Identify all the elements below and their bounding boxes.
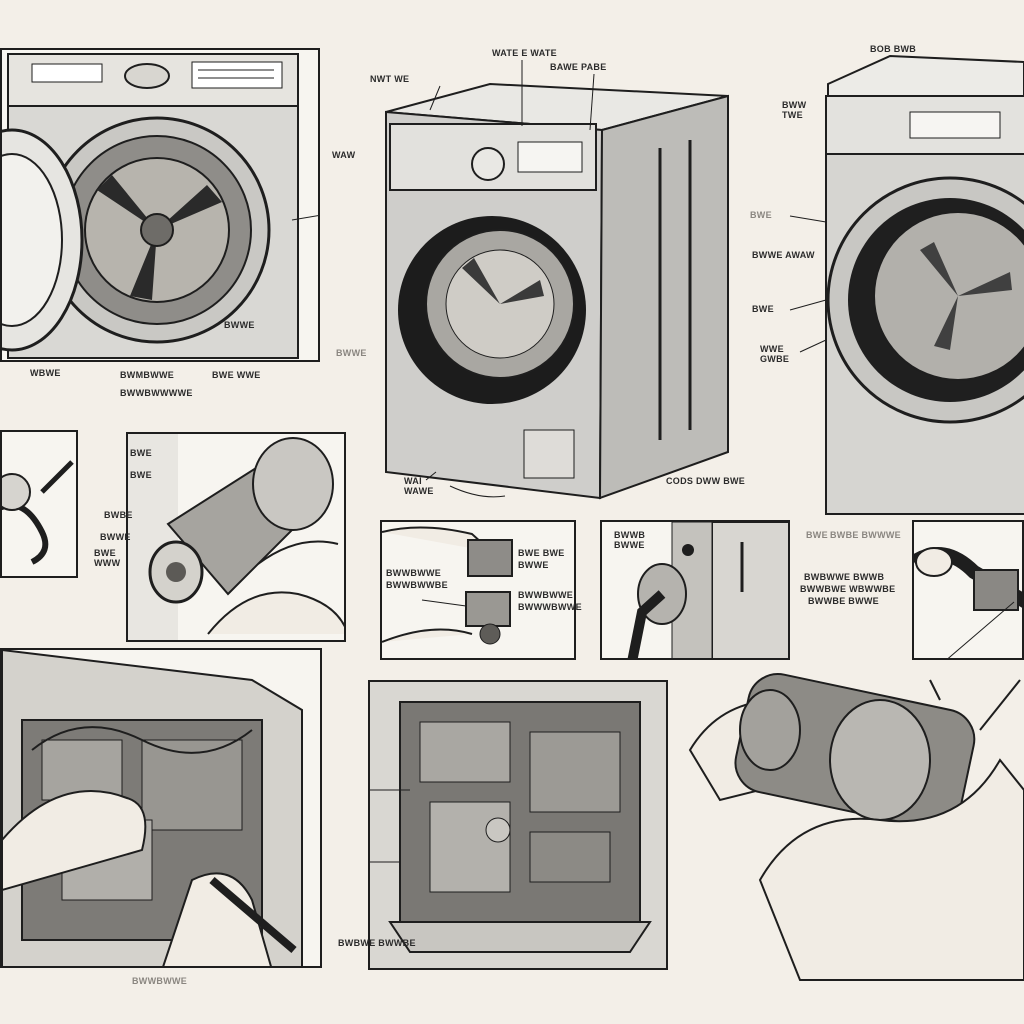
label-below-3: BWWBWWWWE	[120, 388, 193, 398]
label-right-2: BWWE AWAW	[752, 250, 815, 260]
mid-right-5: BWWBWE WBWWBE	[800, 584, 896, 594]
label-below-2: BWMBWWE	[120, 370, 175, 380]
filter-parts-drawing	[382, 526, 513, 645]
mid-left-2: BWE	[130, 470, 152, 480]
mid-center-3: BWE BWE	[518, 548, 565, 558]
mid-right-3: BWBE BWWWE	[830, 530, 901, 540]
mid-center-2: BWWBWWBE	[386, 580, 448, 590]
mid-center-6: BWWWBWWE	[518, 602, 582, 612]
panel-pump-in-hand	[126, 432, 346, 642]
label-top-a: WATE E WATE	[492, 48, 557, 58]
mid-right-6: BWWBE BWWE	[808, 596, 879, 606]
label-right-top: BOB BWB	[870, 44, 917, 54]
panel-open-door-washer: BWWE	[0, 48, 320, 362]
label-right: CODS DWW BWE	[666, 476, 746, 486]
mid-left-1: BWE	[130, 448, 152, 458]
mid-left-4: BWWE	[100, 532, 131, 542]
mid-right-4: BWBWWE BWWB	[804, 572, 885, 582]
panel-control-board-left	[0, 648, 322, 968]
bottom-center-label: BWBWE BWWBE	[338, 938, 416, 948]
label-side: WAW	[332, 150, 356, 160]
mid-left-3: BWBE	[104, 510, 133, 520]
mid-right-2: BWE	[806, 530, 828, 540]
panel-filter-parts	[380, 520, 576, 660]
mid-center-1: BWWBWWE	[386, 568, 442, 578]
label-below-4: BWE WWE	[212, 370, 261, 380]
label-right-4: WWE GWBE	[760, 344, 790, 364]
label-inner-tag: BWWE	[224, 320, 255, 330]
label-top-b: BAWE PABE	[550, 62, 607, 72]
mid-center-4: BWWE	[518, 560, 549, 570]
panel-valve-bracket	[600, 520, 790, 660]
control-board-center-drawing	[370, 682, 666, 968]
label-left-side: BWWE	[336, 348, 367, 358]
panel-hose-clamp	[0, 430, 78, 578]
valve-bracket-drawing	[627, 522, 788, 658]
hose-fitting-drawing	[914, 547, 1022, 658]
bottom-left-label: BWWBWWE	[132, 976, 188, 986]
label-right-1: BWE	[750, 210, 772, 220]
mid-center-5: BWWBWWE	[518, 590, 574, 600]
mid-right-1: BWWB BWWE	[614, 530, 646, 550]
pump-in-hand-drawing	[128, 434, 344, 640]
panel-hose-fitting	[912, 520, 1024, 660]
panel-control-board-center	[368, 680, 668, 970]
label-right-side: BWW TWE	[782, 100, 807, 120]
label-right-3: BWE	[752, 304, 774, 314]
label-bottom: WAI WAWE	[404, 476, 434, 496]
hose-clamp-drawing	[2, 460, 74, 565]
mid-left-5: BWE WWW	[94, 548, 121, 568]
label-top-left: NWT WE	[370, 74, 410, 84]
control-board-left-drawing	[2, 650, 303, 966]
open-door-washer-drawing	[2, 53, 318, 359]
label-below-1: WBWE	[30, 368, 61, 378]
